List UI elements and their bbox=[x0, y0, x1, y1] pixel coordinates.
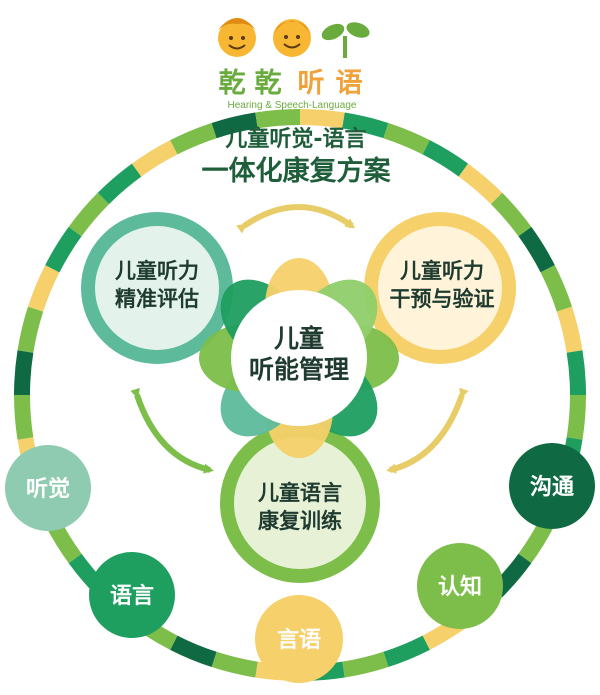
arrow-right-icon bbox=[386, 387, 469, 474]
ring-segment bbox=[342, 651, 389, 678]
logo-char-2: 乾 bbox=[255, 68, 282, 99]
arrow-left-icon bbox=[130, 387, 214, 474]
node-speech-label: 言语 bbox=[277, 627, 321, 653]
cycle-arrows bbox=[130, 204, 469, 474]
petal-assessment: 儿童听力 精准评估 bbox=[81, 212, 233, 364]
ring-segment bbox=[17, 306, 44, 353]
ring-segment bbox=[422, 140, 469, 177]
ring-segment bbox=[68, 192, 110, 237]
title-line-1: 儿童听觉-语言 bbox=[224, 126, 366, 152]
petal-training-line-1: 儿童语言 bbox=[258, 481, 342, 505]
node-language-label: 语言 bbox=[110, 583, 154, 609]
child-face-icon bbox=[218, 18, 256, 57]
logo-subtitle: Hearing & Speech-Language bbox=[228, 100, 357, 111]
center-line-1: 儿童 bbox=[274, 324, 324, 353]
ring-segment bbox=[45, 226, 82, 273]
ring-segment bbox=[540, 265, 573, 312]
ring-segment bbox=[211, 112, 258, 139]
ring-segment bbox=[27, 265, 60, 312]
ring-segment bbox=[211, 651, 258, 678]
ring-segment bbox=[170, 122, 217, 155]
node-speech: 言语 bbox=[255, 595, 343, 683]
petal-intervention-line-1: 儿童听力 bbox=[400, 259, 484, 283]
ring-segment bbox=[255, 109, 301, 129]
node-hearing: 听觉 bbox=[5, 445, 91, 531]
node-communication-label: 沟通 bbox=[530, 474, 574, 500]
ring-segment bbox=[383, 122, 430, 155]
petal-intervention: 儿童听力 干预与验证 bbox=[364, 212, 516, 364]
ring-segment bbox=[518, 226, 555, 273]
node-communication: 沟通 bbox=[509, 443, 595, 529]
logo: 乾 乾 听 语 Hearing & Speech-Language bbox=[218, 18, 370, 111]
ring-segment bbox=[299, 109, 345, 129]
ring-segment bbox=[14, 350, 34, 396]
ring-segment bbox=[131, 140, 178, 177]
node-cognition-label: 认知 bbox=[438, 574, 482, 600]
ring-segment bbox=[97, 163, 142, 205]
ring-segment bbox=[566, 350, 586, 396]
ring-segment bbox=[170, 635, 217, 668]
petal-training-line-2: 康复训练 bbox=[258, 509, 342, 533]
ring-segment bbox=[566, 394, 586, 440]
petal-assessment-line-1: 儿童听力 bbox=[115, 259, 199, 283]
sprout-icon bbox=[321, 22, 370, 58]
center-swirl: 儿童 听能管理 bbox=[199, 258, 399, 458]
node-language: 语言 bbox=[89, 552, 175, 638]
ring-segment bbox=[490, 192, 532, 237]
child-face-icon bbox=[273, 19, 311, 57]
petal-intervention-line-2: 干预与验证 bbox=[390, 287, 495, 311]
node-hearing-label: 听觉 bbox=[26, 477, 70, 502]
arrow-top-icon bbox=[236, 204, 356, 234]
ring-segment bbox=[556, 306, 583, 353]
ring-segment bbox=[383, 635, 430, 668]
petal-assessment-line-2: 精准评估 bbox=[115, 287, 199, 311]
ring-segment bbox=[14, 394, 34, 440]
logo-char-4: 语 bbox=[336, 68, 363, 99]
title-line-2: 一体化康复方案 bbox=[202, 155, 392, 187]
ring-segment bbox=[458, 163, 503, 205]
logo-char-3: 听 bbox=[298, 68, 325, 99]
petal-training: 儿童语言 康复训练 bbox=[220, 423, 380, 583]
logo-char-1: 乾 bbox=[219, 68, 246, 99]
ring-segment bbox=[342, 112, 389, 139]
node-cognition: 认知 bbox=[417, 543, 503, 629]
center-line-2: 听能管理 bbox=[249, 355, 349, 384]
